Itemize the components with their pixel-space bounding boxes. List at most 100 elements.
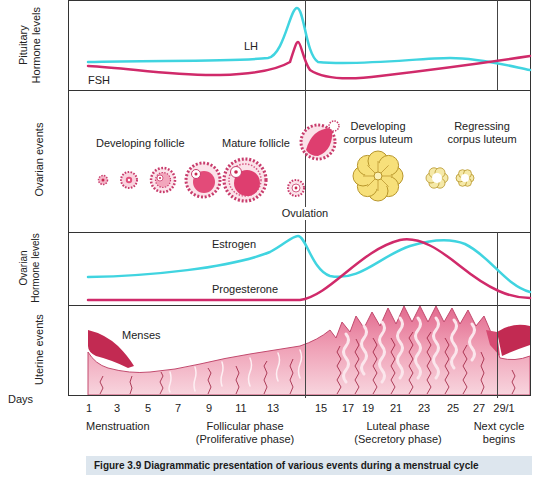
axis-label: Uterine events xyxy=(33,300,46,400)
day-number: 15 xyxy=(308,402,334,415)
blood-vessel xyxy=(130,376,132,394)
day-number: 25 xyxy=(440,402,466,415)
menstrual-flow xyxy=(497,325,530,356)
follicle xyxy=(306,128,332,156)
corpus-luteum xyxy=(374,172,382,180)
blood-vessel xyxy=(445,338,449,394)
blood-vessel xyxy=(208,368,211,394)
hormone-label: LH xyxy=(244,40,258,53)
follicle xyxy=(192,170,201,179)
day-number: 7 xyxy=(165,402,191,415)
follicle xyxy=(99,121,340,201)
follicle xyxy=(224,159,266,201)
follicle xyxy=(295,187,298,190)
blood-vessel xyxy=(391,338,395,394)
hormone-curve xyxy=(88,8,530,300)
panel-frame xyxy=(68,90,531,91)
blood-vessel xyxy=(100,332,515,394)
uterine-gland xyxy=(344,334,349,382)
blood-vessel xyxy=(264,361,267,394)
day-number: 13 xyxy=(260,402,286,415)
uterine-gland xyxy=(249,358,252,386)
axis-label: Ovarian Hormone levels xyxy=(18,232,42,304)
uterine-lining xyxy=(88,306,530,395)
uterine-gland xyxy=(398,318,403,378)
uterine-lining xyxy=(88,306,530,395)
follicle xyxy=(126,177,132,183)
follicle xyxy=(102,179,105,182)
hormone-curve xyxy=(88,42,530,78)
day-marker-line xyxy=(497,0,498,90)
day-number: 23 xyxy=(411,402,437,415)
hormone-curve xyxy=(88,236,530,292)
hormone-label: FSH xyxy=(88,74,110,87)
blood-vessel xyxy=(373,338,377,394)
follicle xyxy=(186,163,220,197)
follicle xyxy=(229,164,261,196)
uterine-gland xyxy=(362,326,367,374)
panel-frame xyxy=(68,305,531,306)
follicle xyxy=(157,175,163,181)
follicle xyxy=(231,167,242,178)
stage-label: Developing corpus luteum xyxy=(336,120,420,146)
uterine-gland xyxy=(452,320,457,368)
blood-vessel xyxy=(100,376,103,394)
panel-frame xyxy=(68,232,531,233)
uterine-gland xyxy=(380,322,385,382)
panel-frame xyxy=(68,1,531,396)
day-number: 3 xyxy=(104,402,130,415)
menstrual-flow xyxy=(88,325,530,368)
phase-label: Next cycle begins xyxy=(467,420,531,446)
day-number: 11 xyxy=(228,402,254,415)
day-number: 21 xyxy=(383,402,409,415)
phase-label: Luteal phase (Secretory phase) xyxy=(343,420,453,446)
uterine-gland xyxy=(344,318,475,382)
blood-vessel xyxy=(463,345,467,394)
follicle xyxy=(193,171,215,193)
uterine-gland xyxy=(277,353,280,381)
stage-label: Developing follicle xyxy=(96,137,185,150)
uterine-gland xyxy=(221,362,223,386)
follicle xyxy=(195,173,198,176)
day-number: 1 xyxy=(76,402,102,415)
uterine-gland xyxy=(434,318,439,378)
hormone-label: Estrogen xyxy=(212,238,256,251)
follicle xyxy=(292,184,300,192)
follicle xyxy=(301,125,335,159)
axis-title: Days xyxy=(8,393,33,406)
regressing-corpus-luteum xyxy=(461,174,469,182)
stage-label: Mature follicle xyxy=(222,137,290,150)
event-label: Menses xyxy=(122,329,161,342)
follicle xyxy=(151,168,175,192)
hormone-label: Progesterone xyxy=(212,283,278,296)
follicle xyxy=(329,121,339,131)
stage-label: Regressing corpus luteum xyxy=(440,120,524,146)
hormone-curve xyxy=(88,8,530,70)
phase-label: Menstruation xyxy=(86,420,150,433)
follicle xyxy=(234,170,238,174)
day-number: 17 xyxy=(335,402,361,415)
uterine-gland xyxy=(194,367,196,391)
axis-label: Pituitary Hormone levels xyxy=(17,2,43,88)
hormone-curve xyxy=(88,239,530,300)
follicle xyxy=(288,180,304,196)
blood-vessel xyxy=(236,366,239,394)
uterine-gland xyxy=(299,350,302,378)
follicle xyxy=(156,173,171,188)
event-label: Ovulation xyxy=(280,207,330,220)
figure-caption: Figure 3.9 Diagrammatic presentation of … xyxy=(86,456,532,475)
regressing-corpus-luteum xyxy=(426,168,474,188)
blood-vessel xyxy=(512,370,515,394)
uterine-gland xyxy=(416,318,421,378)
blood-vessel xyxy=(427,332,431,394)
corpus-luteum xyxy=(353,151,403,201)
follicle xyxy=(121,172,137,188)
day-number: 19 xyxy=(355,402,381,415)
blood-vessel xyxy=(355,339,359,394)
uterine-gland xyxy=(169,372,171,392)
uterine-gland xyxy=(470,324,475,360)
phase-label: Follicular phase (Proliferative phase) xyxy=(180,420,310,446)
regressing-corpus-luteum xyxy=(432,173,442,183)
panel-frame xyxy=(69,1,531,396)
